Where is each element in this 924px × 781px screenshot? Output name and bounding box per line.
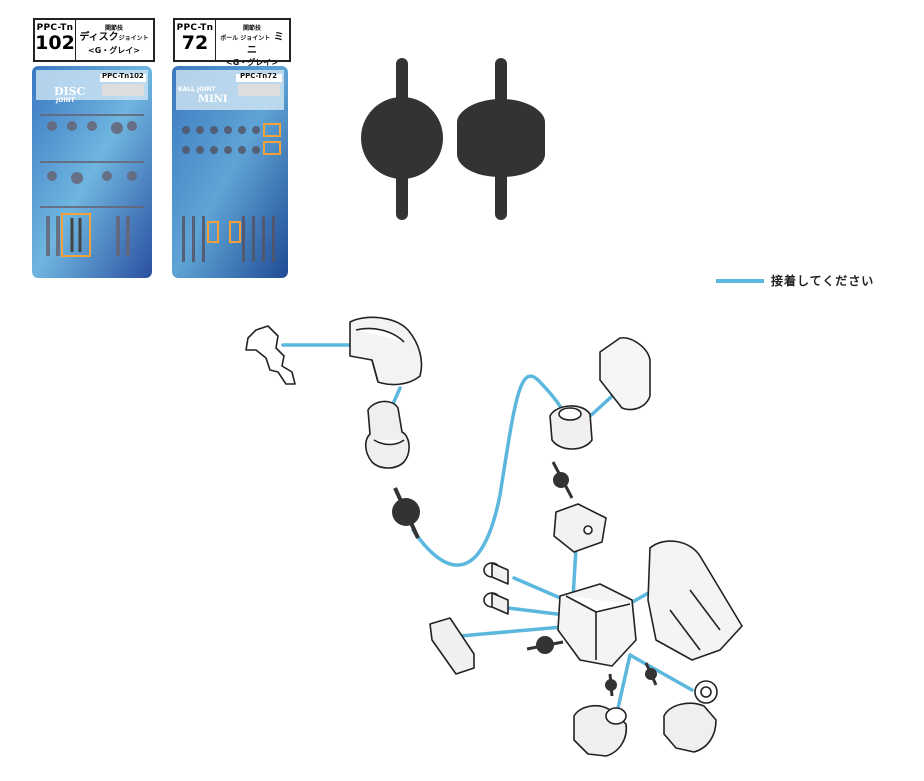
product-type: 関節技 bbox=[242, 25, 261, 32]
hand-part bbox=[573, 704, 628, 757]
joint-marker bbox=[392, 487, 420, 539]
product-name-small: ボール ジョイント bbox=[220, 35, 271, 42]
peg-part bbox=[483, 592, 509, 615]
joint-marker bbox=[644, 662, 658, 686]
package-image-tn102: PPC-Tn102 DISC JOINT bbox=[32, 66, 152, 278]
product-type: 関節技 bbox=[104, 25, 123, 32]
product-prefix: PPC-Tn bbox=[36, 23, 74, 33]
ball-joint-icon bbox=[457, 58, 545, 220]
legend-glue-line bbox=[716, 279, 764, 283]
product-name: ディスク bbox=[79, 32, 119, 43]
product-number: 102 bbox=[35, 32, 75, 54]
peg-part bbox=[483, 562, 509, 585]
product-color: <G・グレイ> bbox=[226, 58, 278, 67]
product-description: 関節技 ボール ジョイント ミニ <G・グレイ> bbox=[217, 20, 287, 67]
shoulder-armor-part bbox=[349, 316, 423, 386]
package-subtitle: JOINT bbox=[56, 97, 75, 104]
product-name-small: ジョイント bbox=[118, 35, 149, 42]
shoulder-frame-part bbox=[245, 325, 296, 385]
upper-arm-part bbox=[364, 400, 410, 469]
product-prefix: PPC-Tn bbox=[176, 23, 214, 33]
package-title: MINI bbox=[198, 94, 228, 105]
package-subtitle: BALL JOINT bbox=[178, 86, 216, 93]
backpack-part bbox=[647, 540, 743, 661]
product-name: ミニ bbox=[247, 32, 284, 56]
chest-block-part bbox=[429, 617, 475, 675]
legend-label: 接着してください bbox=[771, 274, 875, 288]
product-number: 72 bbox=[181, 32, 209, 54]
back-plate-part bbox=[599, 337, 651, 411]
disc-joint-icon bbox=[361, 58, 443, 220]
product-code: PPC-Tn 102 bbox=[35, 20, 76, 60]
package-code-label: PPC-Tn102 bbox=[102, 72, 144, 80]
package-image-tn72: PPC-Tn72 BALL JOINT MINI bbox=[172, 66, 288, 278]
package-title: DISC bbox=[54, 85, 86, 98]
elbow-cap-part bbox=[549, 405, 593, 450]
joint-marker bbox=[605, 673, 617, 697]
product-tag-tn102: PPC-Tn 102 関節技 ディスクジョイント <G・グレイ> bbox=[33, 18, 155, 62]
product-color: <G・グレイ> bbox=[88, 46, 140, 55]
hand-part bbox=[663, 680, 718, 753]
small-joint-icons bbox=[392, 461, 658, 697]
torso-part bbox=[557, 583, 637, 667]
package-code-label: PPC-Tn72 bbox=[240, 72, 277, 80]
joint-marker bbox=[526, 636, 564, 654]
joint-marker bbox=[551, 461, 574, 499]
product-description: 関節技 ディスクジョイント <G・グレイ> bbox=[77, 20, 151, 60]
cylinder-joint-part bbox=[553, 503, 607, 553]
product-code: PPC-Tn 72 bbox=[175, 20, 216, 60]
product-tag-tn72: PPC-Tn 72 関節技 ボール ジョイント ミニ <G・グレイ> bbox=[173, 18, 291, 67]
